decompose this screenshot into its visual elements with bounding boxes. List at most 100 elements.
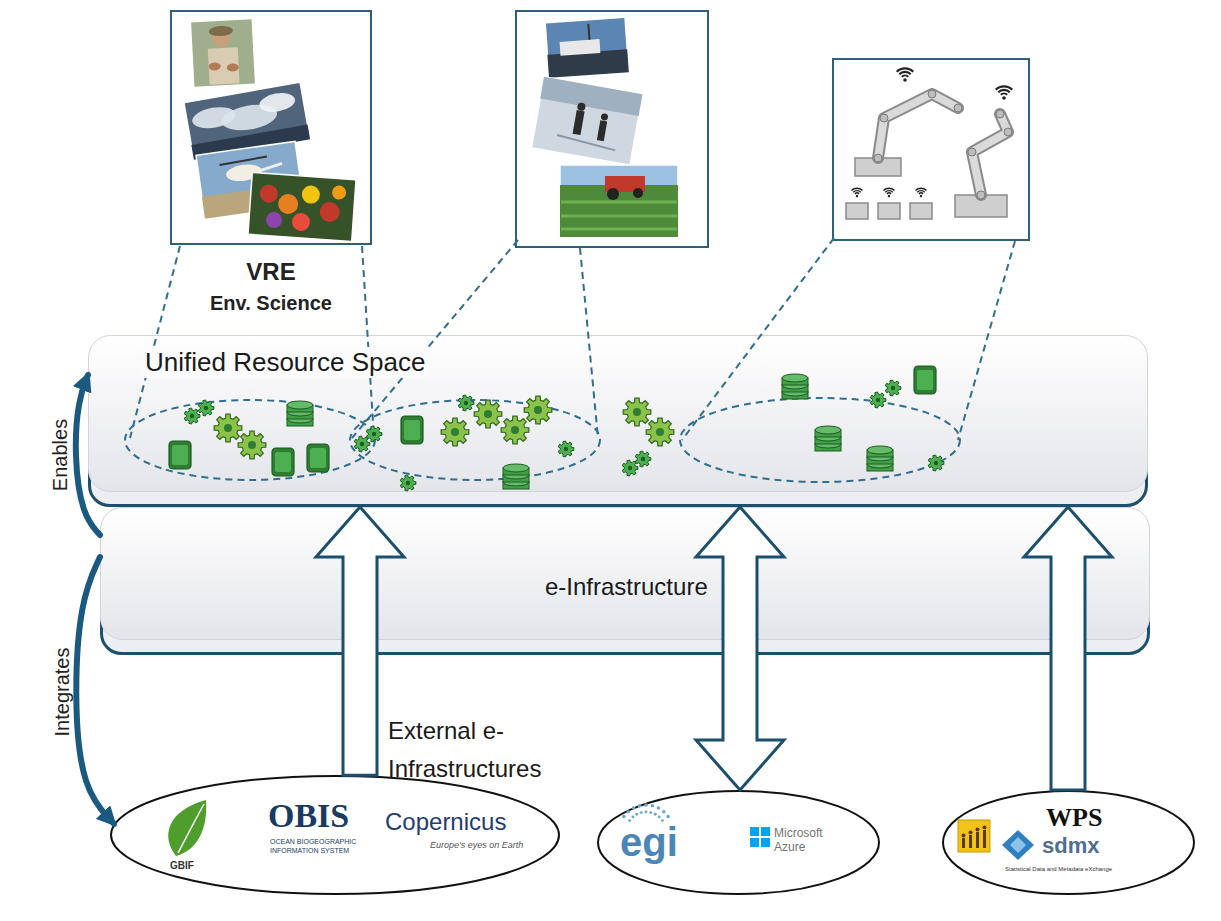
evolution-figure — [983, 830, 986, 848]
gear-hub — [633, 408, 641, 416]
wifi-arc — [885, 190, 894, 193]
gear-hub — [464, 401, 468, 405]
device-icon — [307, 444, 329, 472]
e-infrastructure-layer: e-Infrastructure — [100, 507, 1150, 655]
logo-text: OBIS — [268, 796, 349, 835]
photo — [560, 165, 678, 237]
photo-panel-frame — [833, 59, 1029, 240]
wifi-dot — [1002, 96, 1006, 100]
photo-panel-frame — [516, 11, 708, 247]
robot-joint — [977, 191, 985, 199]
wifi-arc — [995, 85, 1013, 90]
service-gear — [646, 418, 674, 446]
windows-logo — [761, 827, 770, 836]
robot-joint — [968, 148, 976, 156]
gear-hub — [248, 441, 256, 449]
ellipse-border — [943, 791, 1194, 894]
evolution-figure — [969, 835, 972, 848]
gear-hub — [406, 481, 410, 485]
egi-dot — [640, 811, 643, 814]
edge-label: Integrates — [51, 648, 74, 737]
photo-detail — [556, 135, 616, 150]
robot-joint — [954, 104, 962, 112]
photo-detail — [633, 188, 643, 198]
database-top — [287, 401, 313, 409]
device-icon — [914, 366, 936, 394]
wifi-arc — [896, 67, 914, 72]
evolution-figure — [962, 838, 965, 848]
gear-hub — [641, 457, 645, 461]
database-top — [782, 374, 808, 382]
ellipse-border — [111, 776, 559, 894]
robot-arm-outline — [878, 94, 958, 158]
photo-detail — [260, 163, 282, 170]
service-gear — [238, 431, 266, 459]
service-gear — [474, 400, 502, 428]
photo-detail — [227, 63, 239, 72]
photo-detail — [573, 110, 585, 135]
resource-space-layer: Unified Resource Space — [88, 335, 1148, 507]
egi-dot — [657, 806, 661, 810]
evolution-figure — [962, 834, 966, 838]
panel-heading: VRE — [170, 258, 372, 286]
robot-illustration — [846, 67, 1013, 219]
egi-dot — [635, 813, 638, 816]
photo-detail — [209, 25, 233, 36]
robot-joint — [880, 114, 888, 122]
evolution-figure — [983, 826, 987, 830]
windows-logo — [761, 838, 770, 847]
windows-logo — [750, 838, 759, 847]
device-screen — [404, 420, 420, 440]
photo-detail — [265, 212, 282, 229]
robot-joint — [874, 154, 882, 162]
logo-text: WPS — [1046, 804, 1102, 833]
database-top — [503, 464, 529, 472]
ellipse-border — [598, 791, 879, 894]
gear-hub — [511, 426, 519, 434]
database-top — [867, 446, 893, 454]
gear-hub — [564, 447, 568, 451]
robot-arm — [878, 94, 958, 158]
gear-hub — [628, 466, 632, 470]
egi-dot — [622, 815, 626, 819]
windows-logo — [750, 827, 759, 836]
layer-title: e-Infrastructure — [545, 573, 708, 602]
egi-dot — [645, 811, 648, 814]
photo-detail — [560, 39, 601, 56]
gear-hub — [891, 386, 895, 390]
gear-hub — [876, 398, 880, 402]
photo-detail — [561, 215, 677, 218]
photo-detail — [208, 47, 240, 85]
egi-dot — [638, 804, 642, 808]
robot-joint — [928, 90, 936, 98]
wifi-arc — [853, 190, 862, 193]
wifi-arc — [851, 187, 863, 191]
wifi-dot — [903, 78, 907, 82]
gear-hub — [224, 424, 232, 432]
logo-text: Copernicus — [385, 808, 506, 836]
photo-detail — [319, 201, 340, 222]
device-icon — [169, 441, 191, 469]
photo-background — [545, 17, 629, 77]
photo-background — [248, 172, 356, 241]
evolution-figure — [969, 831, 973, 835]
photo-background — [190, 18, 255, 87]
device-screen — [917, 370, 933, 390]
photo-background — [560, 165, 678, 237]
wifi-arc — [1000, 92, 1008, 95]
device-icon — [272, 448, 294, 476]
slab-face — [89, 336, 1148, 492]
photo-detail — [332, 185, 347, 200]
logo-subtitle: Statistical Data and Metadata eXchange — [1005, 866, 1117, 873]
logo-subtitle: OCEAN BIOGEOGRAPHIC INFORMATION SYSTEM — [270, 838, 366, 856]
egi-dot — [662, 810, 666, 814]
device-screen — [172, 445, 188, 465]
egi-dot — [666, 815, 670, 819]
photo-detail — [259, 184, 278, 203]
robot-arm-outline — [972, 114, 1008, 195]
sensor-box — [846, 203, 868, 219]
gear-hub — [534, 406, 542, 414]
photo-background — [532, 77, 643, 165]
layer-title: Unified Resource Space — [143, 347, 427, 378]
